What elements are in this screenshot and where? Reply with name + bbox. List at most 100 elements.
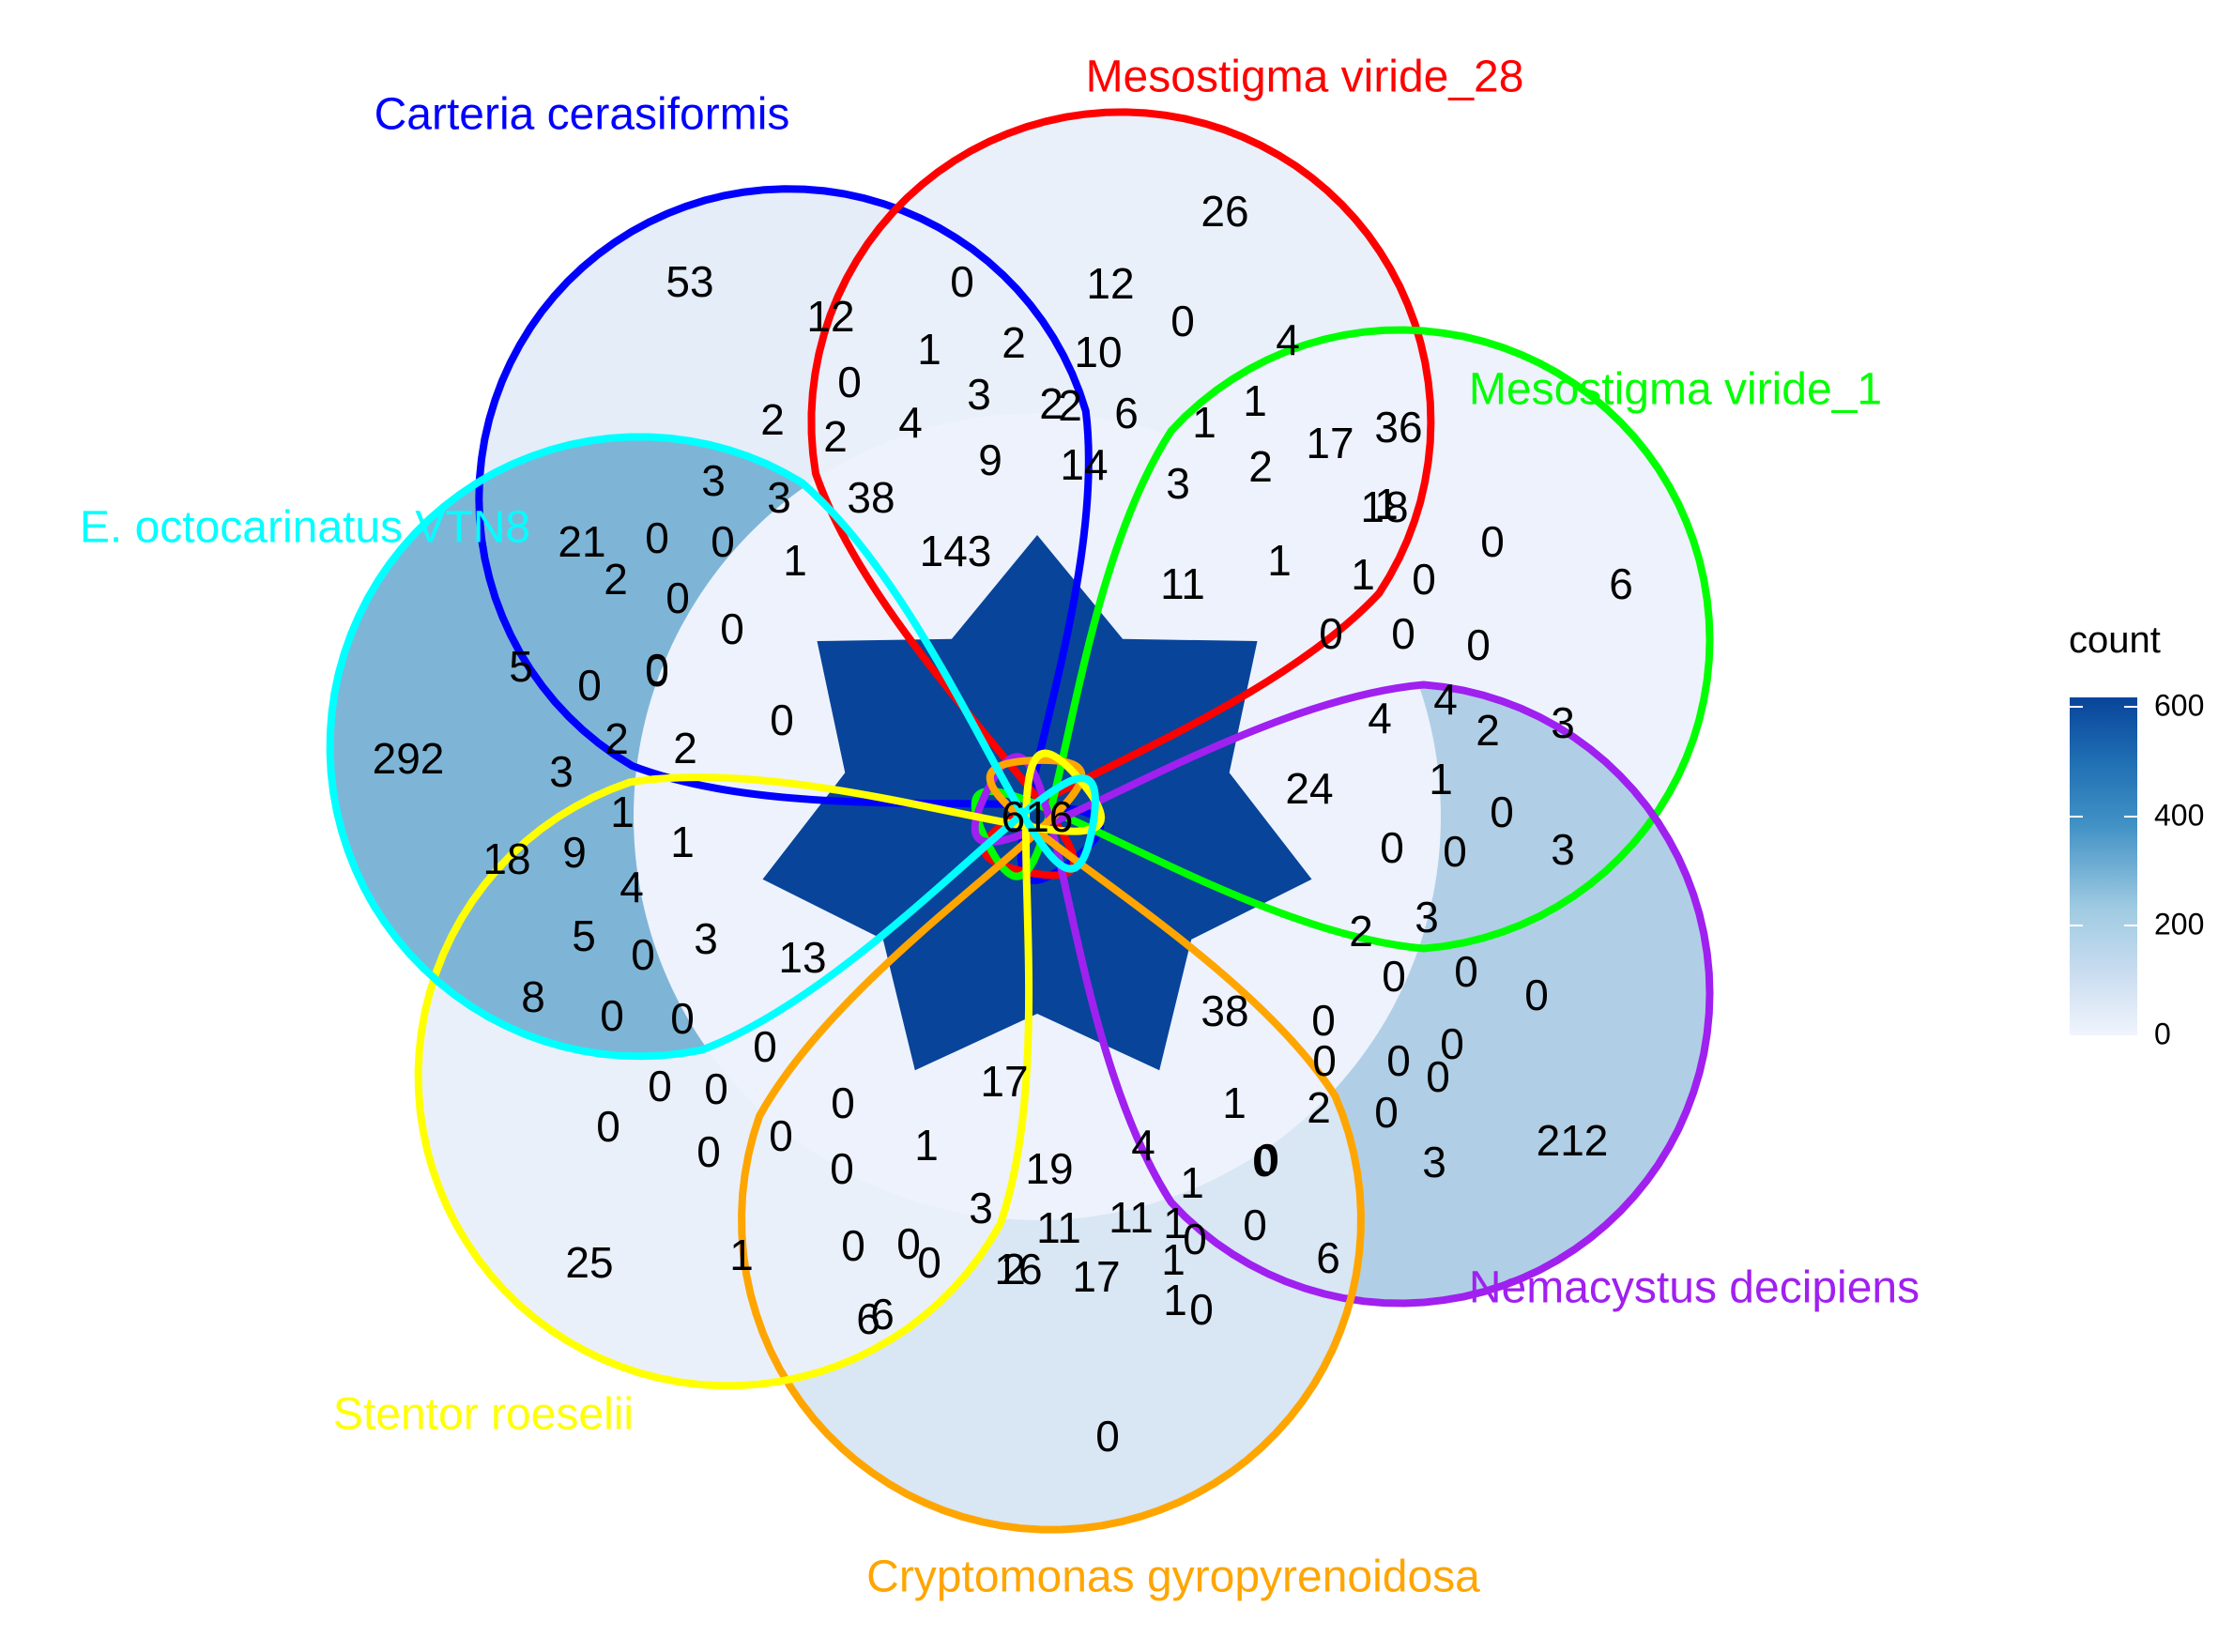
region-count-label: 26 (1201, 187, 1248, 236)
region-count-label: 18 (482, 834, 530, 883)
region-count-label: 0 (1412, 555, 1436, 604)
region-count-label: 1 (1192, 398, 1216, 447)
region-count-label: 143 (920, 527, 992, 575)
region-count-label: 1 (783, 536, 807, 585)
region-count-label: 0 (1480, 517, 1505, 566)
region-count-label: 19 (1025, 1144, 1073, 1193)
region-count-label: 0 (896, 1219, 921, 1268)
region-count-label: 0 (1391, 609, 1415, 658)
region-count-label: 14 (1060, 440, 1108, 489)
region-count-label: 0 (645, 645, 669, 694)
set-name-label: E. octocarinatus VTN8 (80, 503, 530, 553)
legend-tick-label: 0 (2154, 1017, 2171, 1051)
region-count-label: 2 (1248, 442, 1273, 491)
region-count-label: 0 (917, 1238, 941, 1287)
set-outline (414, 749, 1106, 1390)
region-count-label: 2 (1307, 1083, 1331, 1132)
region-count-label: 12 (1086, 259, 1134, 308)
region-count-label: 1 (1163, 1276, 1187, 1324)
region-count-label: 5 (572, 911, 596, 960)
region-count-label: 0 (1490, 788, 1514, 836)
region-count-label: 1 (1374, 480, 1399, 528)
region-count-label: 2 (1002, 1245, 1026, 1293)
region-count-label: 1 (1243, 376, 1267, 425)
region-count-label: 0 (831, 1078, 855, 1127)
region-count-label: 616 (1002, 792, 1074, 841)
set-name-label: Carteria cerasiformis (375, 90, 790, 140)
region-count-label: 3 (1551, 698, 1575, 747)
region-count-label: 4 (1368, 694, 1392, 742)
region-count-label: 0 (1454, 947, 1478, 996)
region-count-label: 0 (753, 1022, 777, 1071)
region-count-label: 2 (673, 724, 697, 772)
region-count-label: 17 (1072, 1252, 1120, 1301)
region-count-label: 6 (1609, 559, 1633, 608)
set-name-label: Mesostigma viride_1 (1469, 365, 1882, 415)
region-count-label: 2 (604, 714, 629, 763)
region-count-label: 0 (770, 696, 794, 744)
region-count-label: 3 (1422, 1138, 1446, 1186)
region-count-label: 2 (1002, 318, 1026, 367)
region-count-label: 10 (1074, 328, 1122, 376)
region-count-label: 3 (694, 914, 718, 963)
set-outline (738, 756, 1365, 1534)
region-count-label: 0 (596, 1102, 620, 1151)
region-count-label: 0 (1440, 1019, 1464, 1068)
region-count-label: 13 (778, 933, 826, 982)
region-count-label: 9 (978, 436, 1002, 484)
region-count-label: 11 (1036, 1203, 1081, 1252)
region-count-label: 0 (1189, 1285, 1214, 1334)
region-count-label: 0 (1426, 1052, 1450, 1101)
region-count-label: 6 (870, 1290, 895, 1338)
region-count-label: 0 (711, 517, 735, 566)
region-count-label: 3 (701, 456, 726, 505)
region-count-label: 2 (1039, 379, 1063, 428)
region-count-label: 11 (1109, 1193, 1154, 1242)
set-name-label: Mesostigma viride_28 (1086, 53, 1524, 102)
region-count-label: 2 (823, 412, 848, 461)
region-count-label: 36 (1374, 403, 1422, 451)
region-count-label: 4 (1131, 1121, 1155, 1170)
region-count-label: 2 (604, 555, 628, 604)
region-count-label: 3 (549, 747, 574, 796)
region-count-label: 212 (1537, 1116, 1609, 1165)
region-count-label: 1 (1163, 1199, 1187, 1247)
region-count-label: 9 (562, 828, 587, 877)
region-count-label: 0 (1312, 1036, 1337, 1085)
region-count-label: 4 (620, 863, 644, 911)
region-count-label: 38 (1201, 987, 1248, 1035)
region-count-label: 0 (1524, 971, 1549, 1019)
region-count-label: 4 (898, 398, 923, 447)
region-count-label: 21 (558, 517, 605, 566)
region-count-label: 24 (1285, 764, 1333, 813)
region-count-label: 1 (1161, 1235, 1185, 1284)
region-count-label: 6 (1114, 389, 1139, 437)
region-count-label: 1 (917, 325, 941, 374)
set-outlines (326, 108, 1714, 1534)
region-count-label: 2 (1349, 907, 1373, 956)
region-count-label: 0 (1252, 1137, 1277, 1185)
region-count-label: 0 (704, 1064, 728, 1113)
region-count-label: 17 (980, 1057, 1028, 1106)
region-count-label: 0 (769, 1111, 793, 1160)
region-count-label: 5 (509, 642, 533, 691)
region-count-label: 1 (914, 1121, 939, 1170)
legend-tick-label: 200 (2154, 907, 2205, 941)
region-count-label: 0 (1443, 827, 1467, 876)
region-count-label: 0 (1386, 1036, 1411, 1085)
region-count-label: 0 (837, 358, 862, 406)
region-count-label: 0 (645, 647, 669, 696)
region-count-label: 3 (1166, 459, 1190, 508)
region-count-label: 0 (950, 257, 974, 306)
region-count-label: 0 (1183, 1215, 1207, 1263)
region-count-label: 2 (760, 395, 785, 444)
region-count-label: 0 (670, 994, 695, 1043)
region-count-label: 0 (1255, 1135, 1279, 1184)
region-count-label: 3 (1551, 825, 1575, 874)
region-count-label: 0 (665, 574, 690, 622)
region-count-label: 0 (1380, 823, 1404, 872)
region-count-label: 18 (1360, 482, 1408, 531)
region-count-label: 0 (577, 661, 602, 710)
region-count-label: 0 (1466, 620, 1491, 669)
